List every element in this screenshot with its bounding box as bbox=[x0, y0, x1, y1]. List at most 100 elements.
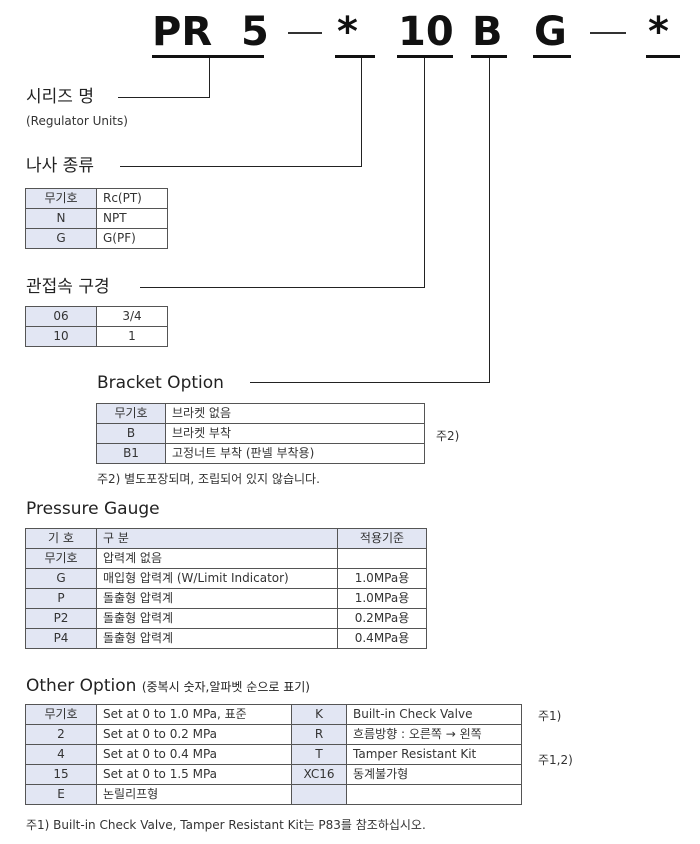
code-other: * bbox=[648, 9, 669, 55]
table-cell: 0.4MPa용 bbox=[337, 628, 427, 649]
other-title: Other Option (중복시 숫자,알파벳 순으로 표기) bbox=[26, 676, 310, 697]
table-cell: NPT bbox=[96, 208, 168, 229]
table-cell bbox=[346, 784, 522, 805]
code-size: 5 bbox=[241, 9, 269, 55]
table-cell: 4 bbox=[25, 744, 97, 765]
bracket-side-note: 주2) bbox=[436, 429, 460, 443]
table-cell: 브라켓 부착 bbox=[165, 423, 425, 444]
table-row: E 논릴리프형 bbox=[25, 784, 522, 805]
table-cell: 무기호 bbox=[25, 548, 97, 569]
code-bracket: B bbox=[472, 9, 503, 55]
code-underline bbox=[646, 55, 680, 58]
table-cell: B bbox=[96, 423, 166, 444]
table-cell: G bbox=[25, 568, 97, 589]
table-cell: 동계불가형 bbox=[346, 764, 522, 785]
table-cell: 06 bbox=[25, 306, 97, 327]
table-cell bbox=[337, 548, 427, 569]
code-port: 10 bbox=[398, 9, 454, 55]
table-cell: G(PF) bbox=[96, 228, 168, 249]
table-cell: P4 bbox=[25, 628, 97, 649]
table-cell: 10 bbox=[25, 326, 97, 347]
table-cell: 2 bbox=[25, 724, 97, 745]
table-cell: P2 bbox=[25, 608, 97, 629]
leader-line bbox=[209, 58, 210, 98]
table-cell: 1.0MPa용 bbox=[337, 568, 427, 589]
series-subtitle: (Regulator Units) bbox=[26, 114, 128, 128]
table-row: 2 Set at 0 to 0.2 MPa R 흐름방향 : 오른쪽 → 왼쪽 bbox=[25, 724, 522, 745]
code-underline bbox=[152, 55, 264, 58]
table-row: P4 돌출형 압력계 0.4MPa용 bbox=[25, 628, 427, 649]
table-row: 06 3/4 bbox=[25, 306, 168, 327]
code-underline bbox=[471, 55, 507, 58]
table-row: 무기호 브라켓 없음 bbox=[96, 403, 425, 424]
table-row: 4 Set at 0 to 0.4 MPa T Tamper Resistant… bbox=[25, 744, 522, 765]
code-thread: * bbox=[337, 9, 358, 55]
series-title: 시리즈 명 bbox=[26, 87, 94, 107]
table-cell: 1 bbox=[96, 326, 168, 347]
leader-line bbox=[424, 58, 425, 288]
port-title: 관접속 구경 bbox=[26, 277, 110, 297]
table-row: G 매입형 압력계 (W/Limit Indicator) 1.0MPa용 bbox=[25, 568, 427, 589]
other-side-note: 주1,2) bbox=[538, 753, 573, 767]
table-cell: 무기호 bbox=[25, 188, 97, 209]
code-gauge: G bbox=[534, 9, 567, 55]
code-underline bbox=[533, 55, 571, 58]
code-underline bbox=[335, 55, 375, 58]
table-cell: 논릴리프형 bbox=[96, 784, 292, 805]
table-cell: Set at 0 to 0.2 MPa bbox=[96, 724, 292, 745]
table-row: G G(PF) bbox=[25, 228, 168, 249]
table-cell: B1 bbox=[96, 443, 166, 464]
table-cell: E bbox=[25, 784, 97, 805]
table-cell: G bbox=[25, 228, 97, 249]
table-cell: R bbox=[291, 724, 347, 745]
table-cell: 매입형 압력계 (W/Limit Indicator) bbox=[96, 568, 338, 589]
table-cell: Built-in Check Valve bbox=[346, 704, 522, 725]
thread-title: 나사 종류 bbox=[26, 156, 94, 176]
table-row: N NPT bbox=[25, 208, 168, 229]
table-cell: XC16 bbox=[291, 764, 347, 785]
code-dash bbox=[288, 32, 322, 34]
table-header-cell: 구 분 bbox=[96, 528, 338, 549]
table-cell: 0.2MPa용 bbox=[337, 608, 427, 629]
table-cell: 15 bbox=[25, 764, 97, 785]
table-cell: 1.0MPa용 bbox=[337, 588, 427, 609]
leader-line bbox=[489, 58, 490, 383]
table-row: P 돌출형 압력계 1.0MPa용 bbox=[25, 588, 427, 609]
other-side-note: 주1) bbox=[538, 709, 562, 723]
table-header-cell: 기 호 bbox=[25, 528, 97, 549]
leader-line bbox=[118, 97, 210, 98]
table-row: 15 Set at 0 to 1.5 MPa XC16 동계불가형 bbox=[25, 764, 522, 785]
table-cell: 돌출형 압력계 bbox=[96, 608, 338, 629]
table-cell: Tamper Resistant Kit bbox=[346, 744, 522, 765]
other-table: 무기호 Set at 0 to 1.0 MPa, 표준 K Built-in C… bbox=[25, 704, 522, 805]
table-cell: 브라켓 없음 bbox=[165, 403, 425, 424]
table-cell bbox=[291, 784, 347, 805]
table-row: 10 1 bbox=[25, 326, 168, 347]
code-dash bbox=[590, 32, 626, 34]
gauge-title: Pressure Gauge bbox=[26, 499, 160, 519]
code-series: PR bbox=[152, 9, 213, 55]
leader-line bbox=[361, 58, 362, 167]
bracket-footnote: 주2) 별도포장되며, 조립되어 있지 않습니다. bbox=[97, 472, 320, 486]
other-title-text: Other Option bbox=[26, 676, 137, 696]
table-row: 무기호 Rc(PT) bbox=[25, 188, 168, 209]
table-cell: N bbox=[25, 208, 97, 229]
bracket-table: 무기호 브라켓 없음 B 브라켓 부착 B1 고정너트 부착 (판넬 부착용) bbox=[96, 403, 425, 464]
table-cell: Set at 0 to 1.0 MPa, 표준 bbox=[96, 704, 292, 725]
table-cell: 무기호 bbox=[96, 403, 166, 424]
table-cell: 압력계 없음 bbox=[96, 548, 338, 569]
table-header-cell: 적용기준 bbox=[337, 528, 427, 549]
leader-line bbox=[140, 287, 425, 288]
table-cell: 돌출형 압력계 bbox=[96, 588, 338, 609]
table-row: 무기호 압력계 없음 bbox=[25, 548, 427, 569]
leader-line bbox=[250, 382, 490, 383]
table-row: B1 고정너트 부착 (판넬 부착용) bbox=[96, 443, 425, 464]
bracket-title: Bracket Option bbox=[97, 373, 224, 393]
table-header-row: 기 호 구 분 적용기준 bbox=[25, 528, 427, 549]
table-cell: 흐름방향 : 오른쪽 → 왼쪽 bbox=[346, 724, 522, 745]
thread-table: 무기호 Rc(PT) N NPT G G(PF) bbox=[25, 188, 168, 249]
other-footnote: 주1) Built-in Check Valve, Tamper Resista… bbox=[26, 818, 426, 832]
table-cell: T bbox=[291, 744, 347, 765]
table-cell: Set at 0 to 1.5 MPa bbox=[96, 764, 292, 785]
other-title-note: (중복시 숫자,알파벳 순으로 표기) bbox=[141, 680, 310, 694]
